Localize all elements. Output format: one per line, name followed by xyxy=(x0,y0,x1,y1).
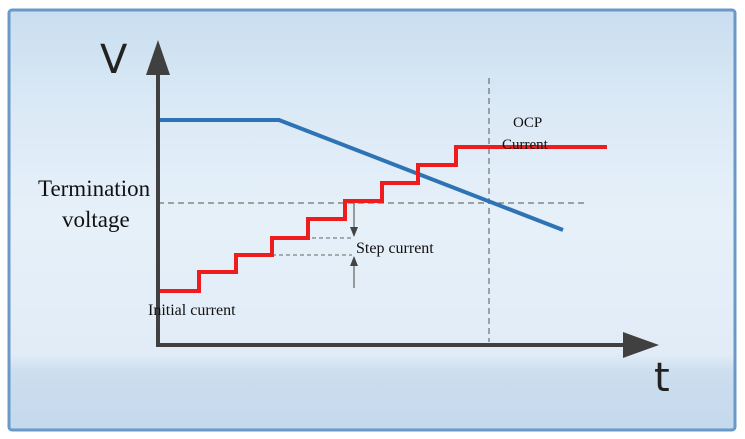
ocp-label-line2: Current xyxy=(502,137,549,153)
step-arrowhead-up xyxy=(350,256,358,266)
y-axis-label: V xyxy=(100,37,128,83)
frame xyxy=(7,8,737,432)
step-current-label: Step current xyxy=(356,240,434,257)
voltage-curve xyxy=(160,118,564,232)
current-staircase xyxy=(160,145,607,293)
x-axis-label: t xyxy=(654,355,670,401)
ocp-label-line1: OCP xyxy=(513,115,542,131)
y-axis-arrowhead xyxy=(146,40,170,75)
x-axis-arrowhead xyxy=(623,332,659,358)
step-arrowhead-down xyxy=(350,227,358,237)
termination-voltage-label-line2: voltage xyxy=(62,207,130,232)
initial-current-label: Initial current xyxy=(148,302,236,319)
termination-voltage-label-line1: Termination xyxy=(38,176,151,201)
